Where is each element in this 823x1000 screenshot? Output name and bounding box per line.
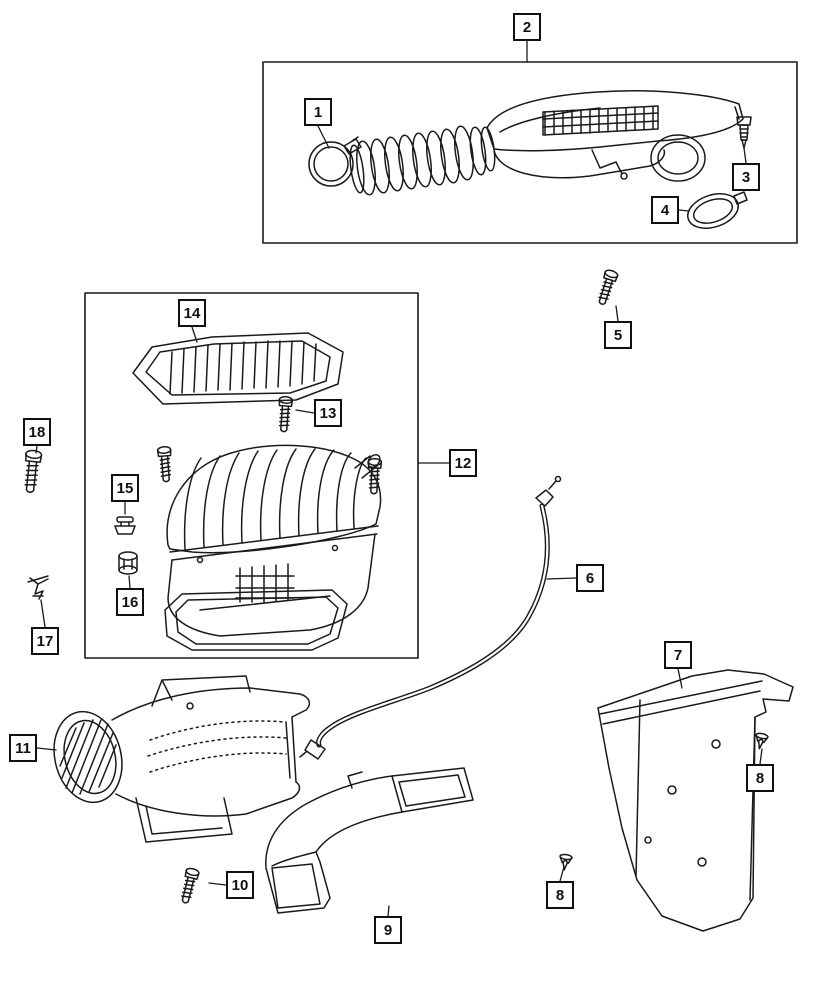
bolt-18-drawing [21, 448, 43, 494]
air-cleaner-housing-drawing [165, 445, 382, 650]
grommet-15-drawing [115, 517, 135, 534]
callout-box-8a[interactable]: 8 [746, 764, 774, 792]
callout-box-10[interactable]: 10 [226, 871, 254, 899]
callout-box-15[interactable]: 15 [111, 474, 139, 502]
flex-hose-drawing [348, 125, 497, 196]
air-inlet-duct-drawing [45, 676, 310, 842]
air-intake-hose-assembly-box [263, 62, 797, 243]
callout-box-13[interactable]: 13 [314, 399, 342, 427]
air-cleaner-assembly-box [85, 293, 418, 658]
leader-lines [36, 41, 762, 916]
vapor-tube-drawing [300, 477, 561, 760]
lower-air-duct-drawing [266, 768, 473, 913]
callout-box-3[interactable]: 3 [732, 163, 760, 191]
air-temp-sensor-drawing [737, 117, 751, 148]
callout-box-18[interactable]: 18 [23, 418, 51, 446]
callout-box-14[interactable]: 14 [178, 299, 206, 327]
resonator-duct-drawing [487, 91, 743, 181]
housing-screw-left-drawing [156, 445, 174, 483]
push-clip-8b-drawing [557, 853, 574, 872]
hose-clamp-4-drawing [683, 188, 747, 235]
spacer-16-drawing [119, 552, 137, 574]
callout-box-9[interactable]: 9 [374, 916, 402, 944]
callout-box-7[interactable]: 7 [664, 641, 692, 669]
push-clip-8a-drawing [752, 731, 770, 751]
callout-box-11[interactable]: 11 [9, 734, 37, 762]
callout-box-1[interactable]: 1 [304, 98, 332, 126]
splash-shield-drawing [598, 670, 793, 931]
callout-box-2[interactable]: 2 [513, 13, 541, 41]
callout-box-8b[interactable]: 8 [546, 881, 574, 909]
callout-box-6[interactable]: 6 [576, 564, 604, 592]
callout-box-4[interactable]: 4 [651, 196, 679, 224]
callout-box-16[interactable]: 16 [116, 588, 144, 616]
bolt-5-drawing [594, 268, 620, 307]
callout-box-12[interactable]: 12 [449, 449, 477, 477]
clip-17-drawing [28, 576, 48, 599]
hose-clamp-1-drawing [309, 137, 361, 186]
callout-box-17[interactable]: 17 [31, 627, 59, 655]
screw-13-drawing [276, 395, 294, 433]
callout-box-5[interactable]: 5 [604, 321, 632, 349]
bolt-10-drawing [177, 866, 201, 906]
air-filter-element-drawing [133, 333, 343, 404]
